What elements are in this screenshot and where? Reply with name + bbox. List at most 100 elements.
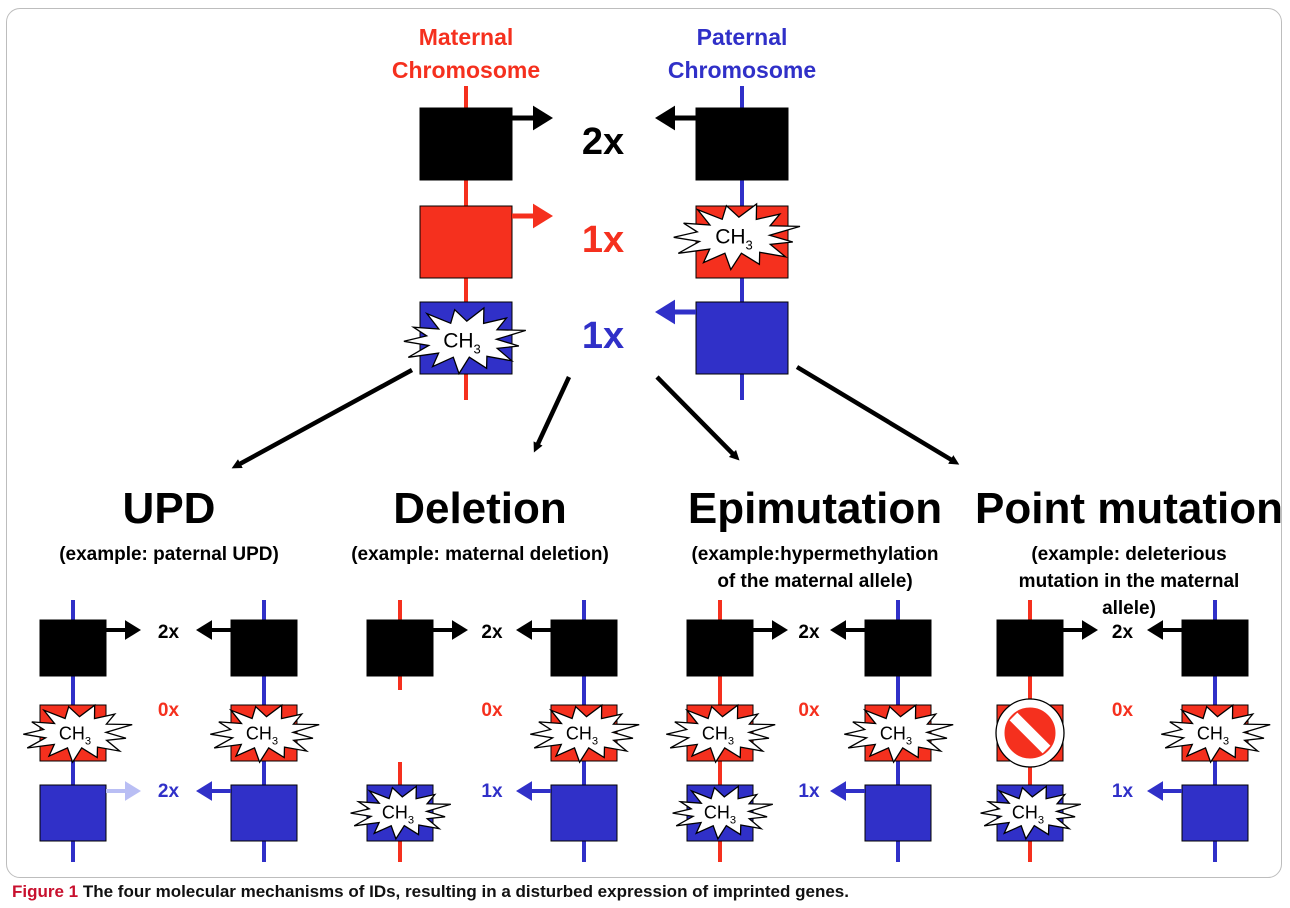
panel-1-right-methylation: CH3 — [210, 703, 320, 764]
top-paternal-methylation-shape — [673, 202, 801, 272]
panel-1-example-line-1: (example: paternal UPD) — [59, 544, 279, 565]
panel-3-right-arrow-3 — [830, 781, 865, 801]
mechanism-connector-2 — [533, 376, 572, 453]
panel-4-expression-label-3: 1x — [1112, 781, 1134, 802]
top-paternal-gene-3 — [695, 301, 789, 375]
top-paternal-methylation-text: CH3 — [715, 225, 753, 252]
panel-3-right-gene-3 — [864, 784, 932, 842]
panel-3-right-methylation-shape — [844, 703, 954, 764]
panel-3-left-methylation-2-text: CH3 — [702, 723, 734, 747]
panel-4-right-arrow-3-head — [1147, 781, 1163, 801]
panel-4-left-methylation-3-shape — [980, 785, 1081, 841]
caption-text: The four molecular mechanisms of IDs, re… — [82, 882, 849, 901]
paternal-chromosome-label-line2: Chromosome — [668, 57, 816, 83]
panel-4-expression-label-2: 0x — [1112, 700, 1134, 721]
panel-4-right-arrow-1 — [1147, 620, 1182, 640]
panel-3-right-arrow-3-head — [830, 781, 846, 801]
panel-2-expression-label-1: 2x — [481, 622, 503, 643]
panel-2-right-arrow-3-head — [516, 781, 532, 801]
top-maternal-methylation-shape — [403, 306, 526, 376]
top-expression-label-3: 1x — [582, 315, 624, 357]
panel-3-right-arrow-1 — [830, 620, 865, 640]
panel-3-left-methylation-3-shape — [672, 785, 773, 841]
panel-3-expression-label-3: 1x — [798, 781, 820, 802]
top-paternal-methylation: CH3 — [673, 202, 801, 272]
panel-4-example-line-2: mutation in the maternal — [1019, 571, 1240, 592]
panel-1-right-arrow-3 — [196, 781, 231, 801]
panel-1-left-arrow-3-head — [125, 781, 141, 801]
panel-1-right-gene-3 — [230, 784, 298, 842]
panel-2-left-methylation-3: CH3 — [350, 785, 451, 841]
panel-4-right-gene-1 — [1181, 619, 1249, 677]
panel-1-left-arrow-3 — [106, 781, 141, 801]
top-expression-label-2: 1x — [582, 219, 624, 261]
panel-4-example-line-1: (example: deleterious — [1031, 544, 1226, 565]
top-maternal-gene-2 — [419, 205, 513, 279]
top-expression-label-1: 2x — [582, 121, 624, 163]
panel-3-right-methylation-text: CH3 — [880, 723, 912, 747]
panel-2-left-arrow-1 — [433, 620, 468, 640]
top-paternal-gene-1 — [695, 107, 789, 181]
maternal-chromosome-label-line2: Chromosome — [392, 57, 540, 83]
panel-4-left-arrow-1 — [1063, 620, 1098, 640]
panel-4-left-methylation-3-text: CH3 — [1012, 802, 1044, 826]
panel-2-left-methylation-3-shape — [350, 785, 451, 841]
panel-2-right-arrow-1-head — [516, 620, 532, 640]
panel-3-example-line-1: (example:hypermethylation — [691, 544, 938, 565]
panel-4-left-arrow-1-head — [1082, 620, 1098, 640]
paternal-chromosome-label-line1: Paternal — [697, 24, 788, 50]
panel-3-left-arrow-1-head — [772, 620, 788, 640]
panel-2-example-line-1: (example: maternal deletion) — [351, 544, 609, 565]
top-maternal-arrow-1 — [512, 105, 553, 131]
panel-2-right-arrow-1 — [516, 620, 551, 640]
panel-2-right-arrow-3 — [516, 781, 551, 801]
panel-2-expression-label-2: 0x — [481, 700, 503, 721]
top-maternal-arrow-1-head — [533, 105, 553, 131]
panel-3-right-gene-1 — [864, 619, 932, 677]
panel-3-expression-label-1: 2x — [798, 622, 820, 643]
mechanism-connector-4 — [795, 365, 960, 465]
figure-caption: Figure 1 The four molecular mechanisms o… — [12, 882, 1282, 902]
panel-1-right-arrow-3-head — [196, 781, 212, 801]
panel-2-left-gene-1 — [366, 619, 434, 677]
panel-1-title: UPD — [123, 484, 216, 533]
panel-1-right-methylation-text: CH3 — [246, 723, 278, 747]
panel-1-left-gene-1 — [39, 619, 107, 677]
panel-4-title: Point mutation — [975, 484, 1283, 533]
panel-2-right-methylation: CH3 — [530, 703, 640, 764]
panel-4-example-line-3: allele) — [1102, 598, 1156, 619]
panel-4-forbidden-sign — [995, 698, 1065, 768]
panel-2-right-methylation-shape — [530, 703, 640, 764]
mechanism-connector-3 — [655, 375, 740, 461]
panel-3-title: Epimutation — [688, 484, 942, 533]
top-maternal-methylation-text: CH3 — [443, 329, 481, 356]
top-maternal-arrow-2-head — [533, 203, 553, 229]
top-paternal-arrow-1 — [655, 105, 696, 131]
panel-4-expression-label-1: 2x — [1112, 622, 1134, 643]
panel-3-expression-label-2: 0x — [798, 700, 820, 721]
maternal-chromosome-label-line1: Maternal — [419, 24, 514, 50]
top-paternal-arrow-3 — [655, 299, 696, 325]
top-maternal-gene-1 — [419, 107, 513, 181]
panel-3-left-methylation-3-text: CH3 — [704, 802, 736, 826]
panel-1-left-arrow-1 — [106, 620, 141, 640]
panel-4-forbidden-sign-bar — [1009, 712, 1051, 754]
panel-3-left-methylation-3: CH3 — [672, 785, 773, 841]
panel-2-left-arrow-1-head — [452, 620, 468, 640]
panel-3-left-methylation-2: CH3 — [666, 703, 776, 764]
top-maternal-arrow-2 — [512, 203, 553, 229]
panel-4-right-gene-3 — [1181, 784, 1249, 842]
panel-1-expression-label-2: 0x — [158, 700, 180, 721]
panel-1-right-gene-1 — [230, 619, 298, 677]
panel-1-left-arrow-1-head — [125, 620, 141, 640]
panel-2-title: Deletion — [393, 484, 567, 533]
panel-3-right-arrow-1-head — [830, 620, 846, 640]
panel-2-right-gene-1 — [550, 619, 618, 677]
panel-4-right-methylation-shape — [1161, 703, 1271, 764]
panel-1-right-arrow-1-head — [196, 620, 212, 640]
panel-2-left-methylation-3-text: CH3 — [382, 802, 414, 826]
panel-1-left-gene-3 — [39, 784, 107, 842]
mechanism-connector-1 — [231, 368, 414, 469]
